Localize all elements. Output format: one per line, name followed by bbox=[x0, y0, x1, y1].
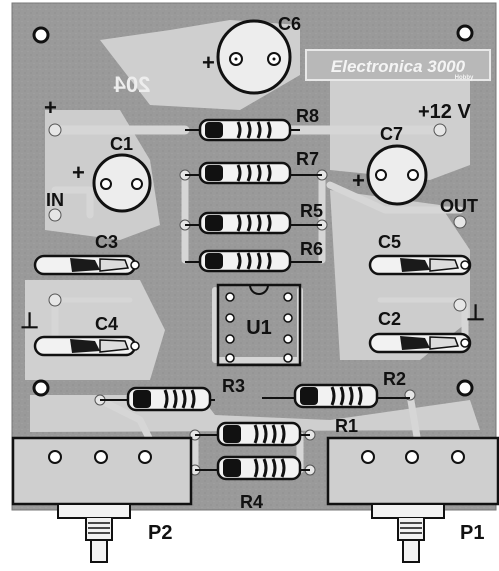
brand-logo: Electronica 3000 Hobby bbox=[305, 49, 491, 81]
c3-label: C3 bbox=[95, 232, 118, 252]
resistor-r6: R6 bbox=[185, 239, 323, 273]
resistor-r5: R5 bbox=[185, 201, 323, 235]
c7-polarity-plus: + bbox=[352, 168, 365, 193]
pad bbox=[48, 123, 62, 137]
r5-label: R5 bbox=[300, 201, 323, 221]
board-code: 204 bbox=[113, 72, 150, 97]
potentiometer-p1: P1 bbox=[326, 436, 499, 563]
brand-sub: Hobby bbox=[455, 75, 474, 81]
p2-label: P2 bbox=[148, 522, 172, 544]
r1-label: R1 bbox=[335, 416, 358, 436]
resistor-r1: R1 bbox=[195, 416, 358, 447]
r7-label: R7 bbox=[296, 149, 319, 169]
resistor-r3: R3 bbox=[100, 376, 245, 412]
pad bbox=[48, 293, 62, 307]
r8-label: R8 bbox=[296, 106, 319, 126]
r6-label: R6 bbox=[300, 239, 323, 259]
c1-polarity-plus: + bbox=[72, 160, 85, 185]
c6-label: C6 bbox=[278, 14, 301, 34]
mounting-hole-bottom-left bbox=[32, 379, 50, 397]
capacitor-c6: + C6 bbox=[202, 14, 301, 95]
pad bbox=[453, 215, 467, 229]
brand-name: Electronica 3000 bbox=[331, 57, 466, 76]
mounting-hole-top-right bbox=[456, 24, 474, 42]
resistor-r4: R4 bbox=[195, 455, 310, 512]
r4-label: R4 bbox=[240, 492, 263, 512]
c6-polarity-plus: + bbox=[202, 50, 215, 75]
capacitor-c1: + C1 bbox=[72, 134, 152, 213]
c2-label: C2 bbox=[378, 309, 401, 329]
capacitor-c2: C2 bbox=[368, 309, 472, 354]
r3-label: R3 bbox=[222, 376, 245, 396]
c4-label: C4 bbox=[95, 314, 118, 334]
output-label: OUT bbox=[440, 196, 478, 216]
p1-label: P1 bbox=[460, 522, 484, 544]
pad bbox=[453, 298, 467, 312]
resistor-r7: R7 bbox=[185, 149, 322, 185]
capacitor-c5: C5 bbox=[368, 232, 472, 276]
resistor-r2: R2 bbox=[262, 369, 410, 409]
ic-u1: U1 bbox=[216, 283, 302, 367]
ground-label-left: ⊥ bbox=[20, 308, 39, 333]
capacitor-c7: + C7 bbox=[352, 124, 428, 206]
supply-label: +12 V bbox=[418, 101, 471, 123]
c5-label: C5 bbox=[378, 232, 401, 252]
mounting-hole-top-left bbox=[32, 26, 50, 44]
capacitor-c3: C3 bbox=[33, 232, 140, 276]
input-label: IN bbox=[46, 190, 64, 210]
plus-terminal-label: + bbox=[44, 95, 57, 120]
c7-label: C7 bbox=[380, 124, 403, 144]
capacitor-c4: C4 bbox=[33, 314, 140, 357]
potentiometer-p2: P2 bbox=[11, 436, 193, 563]
u1-label: U1 bbox=[246, 317, 272, 339]
ground-label-right: ⊥ bbox=[466, 300, 485, 325]
mounting-hole-bottom-right bbox=[456, 379, 474, 397]
r2-label: R2 bbox=[383, 369, 406, 389]
resistor-r8: R8 bbox=[185, 106, 319, 142]
pad bbox=[433, 123, 447, 137]
pad bbox=[48, 208, 62, 222]
c1-label: C1 bbox=[110, 134, 133, 154]
mounting-holes bbox=[32, 24, 474, 397]
